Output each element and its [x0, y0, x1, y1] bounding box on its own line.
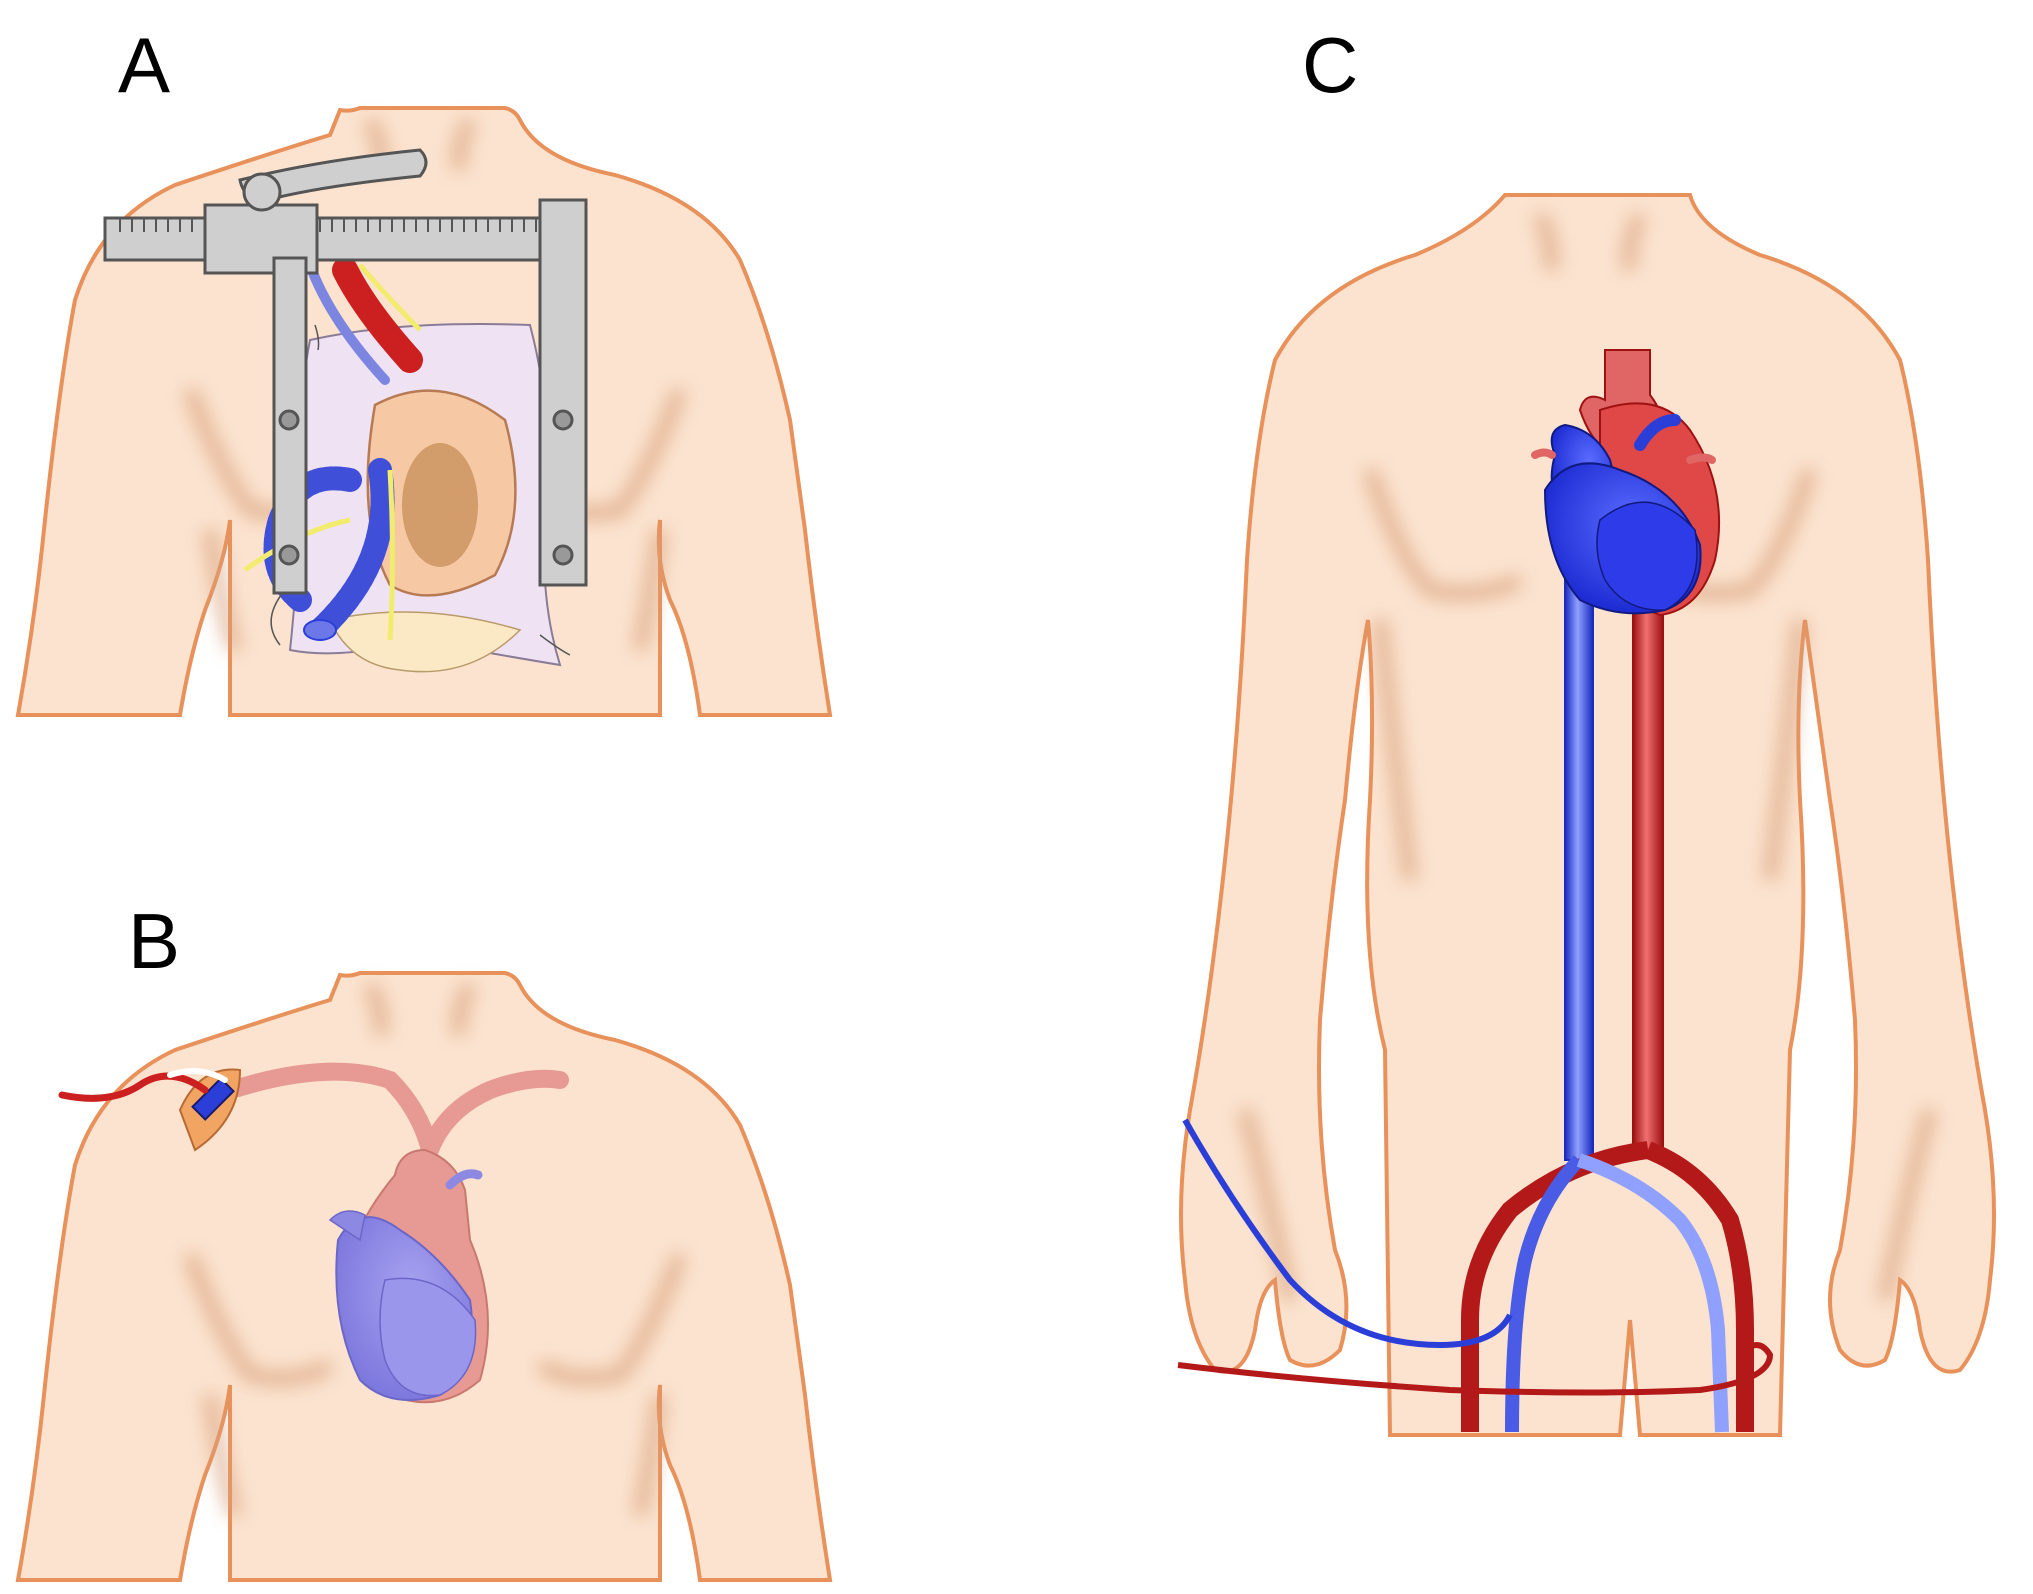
- panel-c: C: [1177, 21, 1996, 1437]
- retractor-screw-1: [278, 409, 300, 431]
- heart-illustration-c: [1531, 349, 1721, 617]
- right-iliac-artery: [1644, 1141, 1754, 1432]
- cannula-tip-a: [303, 619, 337, 641]
- heart-illustration-b: [328, 1148, 489, 1404]
- left-ventricle-c: [1596, 501, 1698, 611]
- nerve-a-top: [358, 263, 422, 332]
- retractor-screw-2: [278, 544, 300, 566]
- left-iliac-artery: [1461, 1141, 1650, 1432]
- fat-pad: [328, 611, 522, 673]
- chest-retractor: [103, 148, 588, 595]
- right-pulmonary-veins-c: [1531, 448, 1716, 464]
- panel-label-c: C: [1302, 21, 1358, 109]
- venous-cannula-line-c: [1182, 1118, 1513, 1349]
- retractor-crank-nut: [242, 172, 282, 212]
- inferior-vena-cava: [1564, 569, 1594, 1161]
- panel-label-b: B: [128, 897, 180, 985]
- torso-shading-b: [183, 981, 687, 1518]
- subclavian-artery-b: [229, 1062, 569, 1181]
- suture-threads-a: [270, 324, 571, 656]
- panel-b: B: [15, 897, 833, 1582]
- panel-a: A: [15, 21, 833, 717]
- pulmonary-artery-c: [1634, 414, 1681, 451]
- descending-aorta: [1632, 569, 1664, 1156]
- cannula-white-b: [167, 1068, 228, 1083]
- retractor-right-blade: [538, 198, 588, 587]
- retractor-teeth: [119, 218, 537, 232]
- apex-patch: [402, 443, 478, 567]
- retractor-screw-4: [552, 544, 574, 566]
- right-iliac-vein: [1576, 1153, 1729, 1433]
- panel-label-a: A: [118, 21, 170, 109]
- cannula-line-b: [58, 1072, 209, 1102]
- aorta-segment-a: [332, 257, 423, 373]
- vein-segment-a: [305, 260, 390, 385]
- arterial-cannula-line-c: [1177, 1342, 1774, 1396]
- left-iliac-vein: [1505, 1155, 1585, 1433]
- retractor-screw-3: [552, 409, 574, 431]
